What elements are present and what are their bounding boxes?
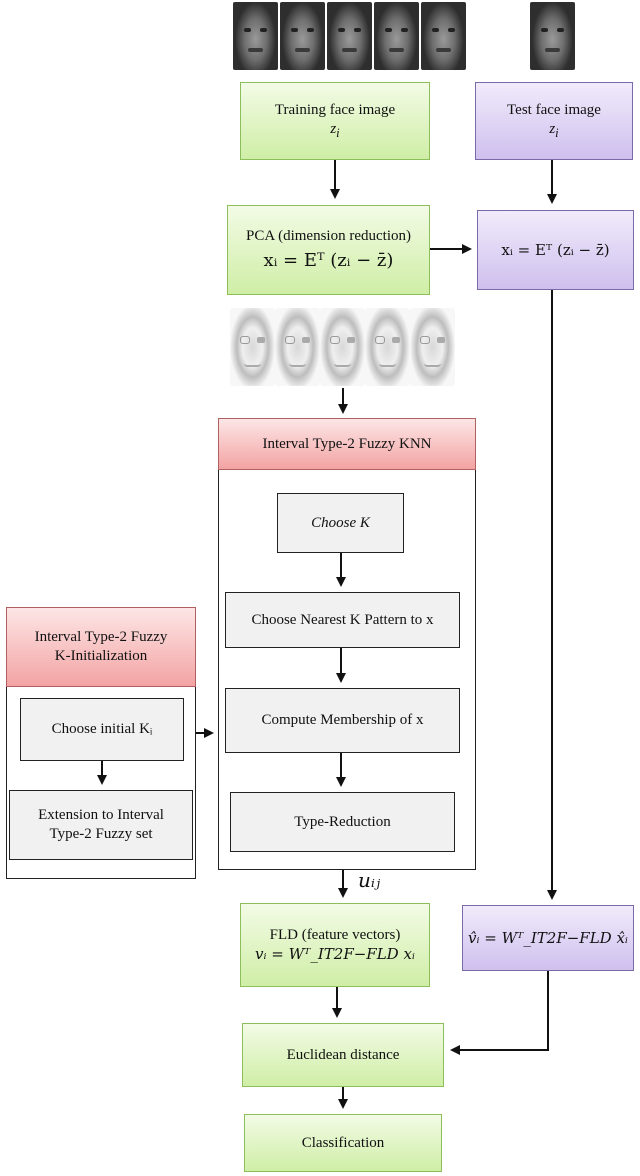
- training-box-variable: zi: [330, 120, 340, 140]
- test-box-variable: zi: [549, 120, 559, 140]
- compute-membership-box: Compute Membership of x: [225, 688, 460, 753]
- pca-label: PCA (dimension reduction): [246, 228, 411, 245]
- choose-k-label: Choose K: [311, 514, 370, 531]
- test-face-image-box: Test face image zi: [475, 82, 633, 160]
- choose-nearest-box: Choose Nearest K Pattern to x: [225, 592, 460, 648]
- face-image: [327, 2, 372, 70]
- eigenface-image: [275, 308, 320, 386]
- init-header-line2: K-Initialization: [54, 648, 148, 664]
- classification-box: Classification: [244, 1114, 442, 1172]
- type-reduction-label: Type-Reduction: [294, 813, 391, 830]
- arrow-testfld-to-euclid: [450, 971, 549, 1055]
- training-face-images: [233, 2, 466, 70]
- eigenface-image: [230, 308, 275, 386]
- test-box-label: Test face image: [507, 101, 601, 118]
- choose-k-box: Choose K: [277, 493, 404, 553]
- training-box-label: Training face image: [274, 101, 396, 118]
- face-image: [280, 2, 325, 70]
- uij-label: uᵢⱼ: [358, 868, 381, 892]
- euclidean-distance-label: Euclidean distance: [286, 1046, 400, 1063]
- init-header: Interval Type-2 Fuzzy K-Initialization: [6, 607, 196, 687]
- test-fld-box: v̂ᵢ = Wᵀ_IT2F−FLD x̂ᵢ: [462, 905, 634, 971]
- fld-box: FLD (feature vectors) vᵢ = Wᵀ_IT2F−FLD x…: [240, 903, 430, 987]
- choose-nearest-label: Choose Nearest K Pattern to x: [251, 611, 434, 628]
- init-header-line1: Interval Type-2 Fuzzy: [34, 629, 168, 646]
- test-fld-equation: v̂ᵢ = Wᵀ_IT2F−FLD x̂ᵢ: [468, 928, 628, 947]
- face-image: [374, 2, 419, 70]
- training-face-image-box: Training face image zi: [240, 82, 430, 160]
- eigenface-image: [365, 308, 410, 386]
- fld-equation: vᵢ = Wᵀ_IT2F−FLD xᵢ: [255, 945, 415, 963]
- eigenface-images: [230, 308, 455, 386]
- knn-header-label: Interval Type-2 Fuzzy KNN: [262, 435, 432, 452]
- compute-membership-label: Compute Membership of x: [261, 712, 424, 729]
- euclidean-distance-box: Euclidean distance: [242, 1023, 444, 1087]
- test-pca-box: xᵢ = Eᵀ (zᵢ − z̄): [477, 210, 634, 290]
- type-reduction-box: Type-Reduction: [230, 792, 455, 852]
- pca-box: PCA (dimension reduction) xᵢ = Eᵀ (zᵢ − …: [227, 205, 430, 295]
- face-image: [233, 2, 278, 70]
- eigenface-image: [410, 308, 455, 386]
- choose-initial-label: Choose initial Kᵢ: [51, 721, 153, 738]
- choose-initial-box: Choose initial Kᵢ: [20, 698, 184, 761]
- face-image: [421, 2, 466, 70]
- test-pca-equation: xᵢ = Eᵀ (zᵢ − z̄): [501, 240, 610, 259]
- eigenface-image: [320, 308, 365, 386]
- extension-box: Extension to Interval Type-2 Fuzzy set: [9, 790, 193, 860]
- classification-label: Classification: [301, 1134, 385, 1151]
- face-image: [530, 2, 575, 70]
- pca-equation: xᵢ = Eᵀ (zᵢ − z̄): [263, 250, 394, 272]
- test-face-image: [530, 2, 575, 70]
- knn-header: Interval Type-2 Fuzzy KNN: [218, 418, 476, 470]
- extension-label: Extension to Interval Type-2 Fuzzy set: [38, 807, 164, 842]
- fld-label: FLD (feature vectors): [269, 927, 401, 944]
